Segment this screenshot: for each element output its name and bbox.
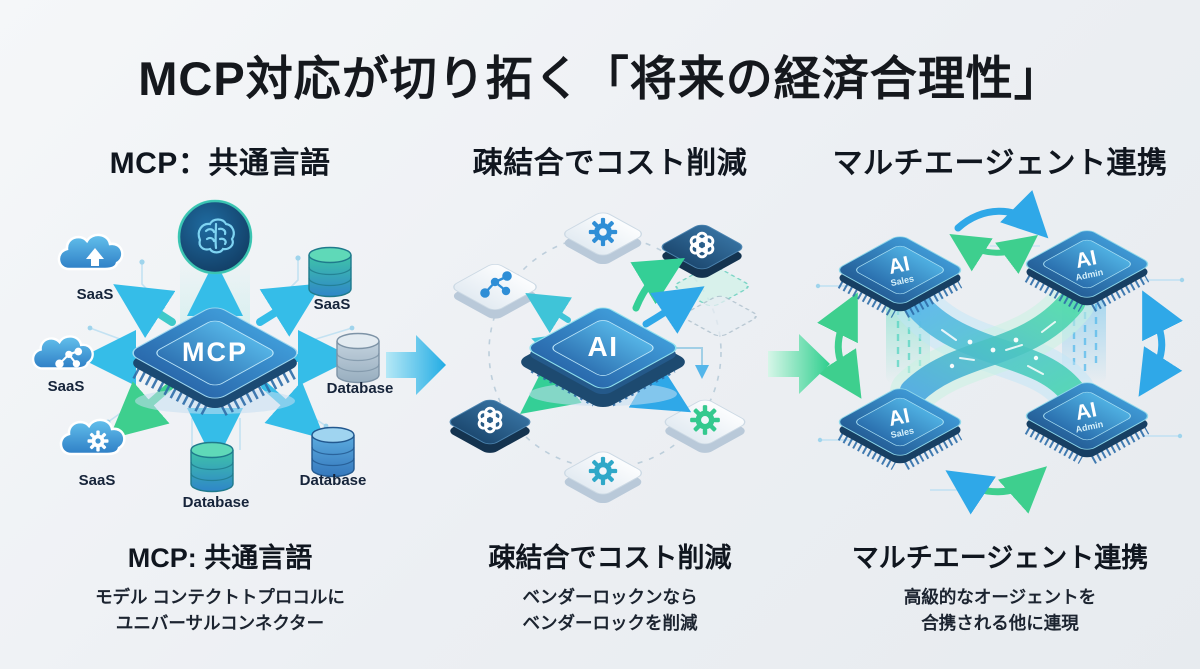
agent-chip-label: AI [1073, 246, 1098, 273]
openai-tile-top-right [661, 224, 743, 278]
database-bottom-center-label: Database [183, 494, 250, 511]
database-icon-right [336, 332, 380, 384]
saas-cylinder-label: SaaS [314, 296, 351, 313]
agent-chip-role: Sales [890, 273, 915, 288]
mcp-chip: MCP [132, 307, 298, 416]
agent-chip-role: Sales [890, 425, 915, 440]
caption-mcp-line1: モデル コンテクトトプロコルに [95, 587, 345, 607]
database-icon-bottom-center [190, 441, 234, 493]
database-icon-bottom-right [311, 426, 355, 478]
tool-tile-gear-bottom [564, 451, 642, 504]
caption-multi-agent-title: マルチエージェント連携 [851, 543, 1149, 573]
transition-arrow-blue [386, 335, 446, 395]
cloud-share-icon [31, 335, 94, 370]
agent-chip-label: AI [886, 252, 911, 279]
mcp-chip-label: MCP [182, 337, 248, 367]
ai-chip: AI [521, 307, 685, 408]
agent-chip-bottom-left: AI Sales [837, 388, 963, 470]
caption-multi-agent-line2: 合携される他に連現 [921, 613, 1079, 634]
cloud-gear-icon [59, 418, 126, 456]
tool-tile-gear-top [564, 212, 642, 265]
gear-icon [690, 405, 720, 435]
caption-loose-coupling-line1: ベンダーロックンなら [522, 587, 698, 607]
page-title: MCP対応が切り拓く「将来の経済合理性」 [138, 52, 1062, 105]
ai-chip-label: AI [588, 331, 619, 362]
agent-link-arrows [817, 190, 1183, 515]
agent-chip-label: AI [1073, 398, 1098, 425]
saas-gear-label: SaaS [79, 472, 116, 489]
brain-icon [177, 199, 253, 275]
caption-loose-coupling: 疎結合でコスト削減 ベンダーロックンなら ベンダーロックを削減 [440, 536, 780, 637]
cloud-upload-icon [57, 233, 124, 271]
gear-icon [588, 217, 618, 247]
mcp-hub-diagram: MCP SaaS SaaS Saa [31, 199, 394, 511]
tool-tile-gear-right [664, 399, 746, 453]
database-icon-saas [308, 246, 352, 298]
caption-mcp-title: MCP: 共通言語 [127, 543, 313, 573]
agent-chip-label: AI [886, 404, 911, 431]
caption-multi-agent: マルチエージェント連携 高級的なオージェントを 合携される他に連現 [810, 536, 1190, 637]
agent-chip-bottom-right: AI Admin [1024, 382, 1150, 464]
agent-chip-top-left: AI Sales [837, 236, 963, 318]
gear-icon [588, 456, 618, 486]
loose-coupling-diagram: AI [449, 212, 757, 504]
crossing-streams [890, 279, 1095, 415]
database-bottom-right-label: Database [300, 472, 367, 489]
database-right-label: Database [327, 380, 394, 397]
agent-chip-top-right: AI Admin [1024, 230, 1150, 312]
caption-loose-coupling-line2: ベンダーロックを削減 [522, 613, 698, 634]
header-multi-agent: マルチエージェント連携 [832, 147, 1168, 180]
header-mcp-common-language: MCP：共通言語 [109, 147, 331, 180]
caption-loose-coupling-title: 疎結合でコスト削減 [488, 543, 732, 573]
network-icon [480, 271, 512, 298]
tool-tile-network [453, 264, 537, 319]
ghost-layer-gray [683, 295, 757, 337]
openai-tile-bottom-left [449, 399, 531, 453]
saas-upload-label: SaaS [77, 286, 114, 303]
caption-mcp: MCP: 共通言語 モデル コンテクトトプロコルに ユニバーサルコンネクター [20, 536, 420, 637]
header-loose-coupling: 疎結合でコスト削減 [472, 147, 748, 180]
saas-share-label: SaaS [48, 378, 85, 395]
caption-multi-agent-line1: 高級的なオージェントを [903, 587, 1097, 607]
multi-agent-diagram: AI Sales AI Admin AI Sales [815, 190, 1185, 515]
caption-mcp-line2: ユニバーサルコンネクター [115, 613, 325, 634]
transition-arrow-green [768, 334, 830, 394]
